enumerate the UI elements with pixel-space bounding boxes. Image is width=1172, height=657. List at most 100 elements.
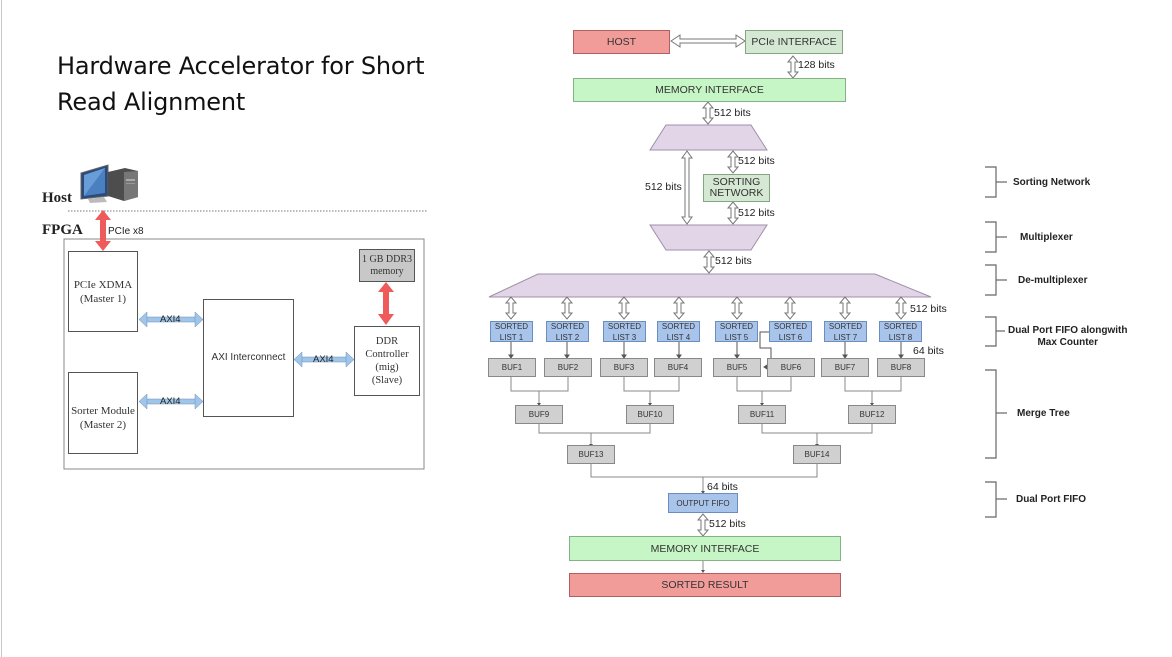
buffer-block: BUF6: [767, 358, 815, 377]
stage-label-demultiplexer: De-multiplexer: [1018, 275, 1087, 286]
sorted-list-number: LIST 1: [499, 332, 524, 342]
pcie-xdma-block: PCIe XDMA (Master 1): [68, 251, 138, 332]
sorting-network-line1: SORTING: [712, 176, 761, 188]
axi-arrow-icon: [293, 351, 355, 368]
buffer-block: BUF13: [567, 445, 615, 464]
buffer-block: BUF5: [713, 358, 761, 377]
sorter-module-name: Sorter Module: [71, 405, 135, 417]
host-pcie-arrow-icon: [670, 34, 746, 48]
bit-width-label: 512 bits: [910, 303, 947, 315]
sorted-list-number: LIST 4: [666, 332, 691, 342]
buffer-block: BUF10: [626, 405, 674, 424]
multiplexer-trapezoid: [649, 224, 768, 251]
bit-width-label: 512 bits: [709, 518, 746, 530]
sorted-list-number: LIST 7: [833, 332, 858, 342]
merge-tree-connectors: [510, 377, 902, 571]
sorted-list-label: SORTED: [607, 321, 642, 331]
stage-label-dual-port-fifo-max: Dual Port FIFO alongwith Max Counter: [1008, 325, 1127, 349]
slide-title-line1: Hardware Accelerator for Short: [57, 52, 425, 80]
buffer-block: BUF14: [793, 445, 841, 464]
bit-width-label: 64 bits: [913, 345, 944, 357]
sorter-module-role: (Master 2): [79, 419, 127, 431]
stage-label-line2: Max Counter: [1037, 337, 1098, 348]
pcie-arrow-icon: [95, 210, 111, 251]
pcie-link-label: PCIe x8: [108, 226, 144, 237]
buffer-block: BUF4: [654, 358, 702, 377]
ddr-controller-name: DDR Controller: [365, 336, 409, 360]
axi-arrow-icon: [138, 311, 204, 328]
sorted-list-number: LIST 2: [555, 332, 580, 342]
demux-list-arrows: [505, 296, 907, 320]
desktop-computer-icon: [80, 164, 138, 203]
stage-brackets: [985, 166, 1007, 518]
sorted-list-label: SORTED: [773, 321, 808, 331]
sorted-list-number: LIST 6: [778, 332, 803, 342]
pcie-interface-block: PCIe INTERFACE: [745, 30, 843, 54]
buffer-block: BUF8: [877, 358, 925, 377]
host-label: Host: [42, 190, 72, 206]
ddr-controller-block: DDR Controller (mig) (Slave): [354, 326, 420, 396]
demultiplexer-trapezoid: [488, 273, 932, 298]
buffer-block: BUF3: [600, 358, 648, 377]
buffer-block: BUF7: [821, 358, 869, 377]
bit-width-label: 512 bits: [738, 155, 775, 167]
stage-label-merge-tree: Merge Tree: [1017, 408, 1070, 419]
fpga-label: FPGA: [42, 222, 83, 238]
buffer-block: BUF2: [544, 358, 592, 377]
pcie-xdma-name: PCIe XDMA: [73, 278, 133, 291]
ddr3-memory-type: memory: [370, 265, 404, 277]
buffer-block: BUF11: [738, 405, 786, 424]
sorter-module-block: Sorter Module (Master 2): [68, 372, 138, 454]
bit-width-label: 128 bits: [798, 59, 835, 71]
memory-interface-top-block: MEMORY INTERFACE: [573, 78, 846, 102]
axi-arrow-icon: [138, 393, 204, 410]
sorted-list-label: SORTED: [661, 321, 696, 331]
output-fifo-block: OUTPUT FIFO: [668, 493, 738, 513]
buffer-block: BUF9: [515, 405, 563, 424]
axi-link-label: AXI4: [160, 314, 181, 325]
axi-link-label: AXI4: [160, 396, 181, 407]
stage-label-dual-port-fifo: Dual Port FIFO: [1016, 494, 1086, 505]
bit-width-label: 512 bits: [645, 181, 682, 193]
demux-trapezoid-top: [649, 124, 768, 151]
slide-title-line2: Read Alignment: [57, 88, 246, 116]
bit-width-label: 512 bits: [738, 207, 775, 219]
bit-width-label: 512 bits: [715, 255, 752, 267]
bypass-arrow-icon: [681, 150, 693, 225]
list-buffer-connectors: [508, 331, 904, 370]
ddr-arrow-icon: [378, 282, 394, 325]
sorted-list-number: LIST 8: [888, 332, 913, 342]
ddr3-memory-size: 1 GB DDR3: [361, 253, 412, 265]
sorted-list-label: SORTED: [494, 321, 529, 331]
sorting-network-block: SORTING NETWORK: [703, 174, 770, 202]
sorted-result-block: SORTED RESULT: [569, 573, 841, 597]
memory-interface-bottom-block: MEMORY INTERFACE: [569, 536, 841, 561]
buffer-block: BUF1: [488, 358, 536, 377]
sorted-list-number: LIST 3: [612, 332, 637, 342]
slide-left-border: [1, 0, 2, 657]
stage-label-multiplexer: Multiplexer: [1020, 232, 1073, 243]
stage-label-line1: Dual Port FIFO alongwith: [1008, 325, 1128, 336]
bit-width-label: 512 bits: [714, 107, 751, 119]
ddr-controller-ip: (mig): [375, 362, 399, 373]
pcie-xdma-role: (Master 1): [79, 292, 127, 305]
axi-link-label: AXI4: [313, 354, 334, 365]
axi-interconnect-block: AXI Interconnect: [203, 299, 294, 417]
buffer-block: BUF12: [848, 405, 896, 424]
sorted-list-number: LIST 5: [724, 332, 749, 342]
sorted-list-label: SORTED: [550, 321, 585, 331]
stage-label-text: De-multiplexer: [1018, 275, 1088, 286]
sorted-list-label: SORTED: [828, 321, 863, 331]
sorted-list-label: SORTED: [883, 321, 918, 331]
sorting-network-line2: NETWORK: [709, 187, 764, 199]
ddr-controller-role: (Slave): [371, 375, 403, 386]
sorted-list-label: SORTED: [719, 321, 754, 331]
